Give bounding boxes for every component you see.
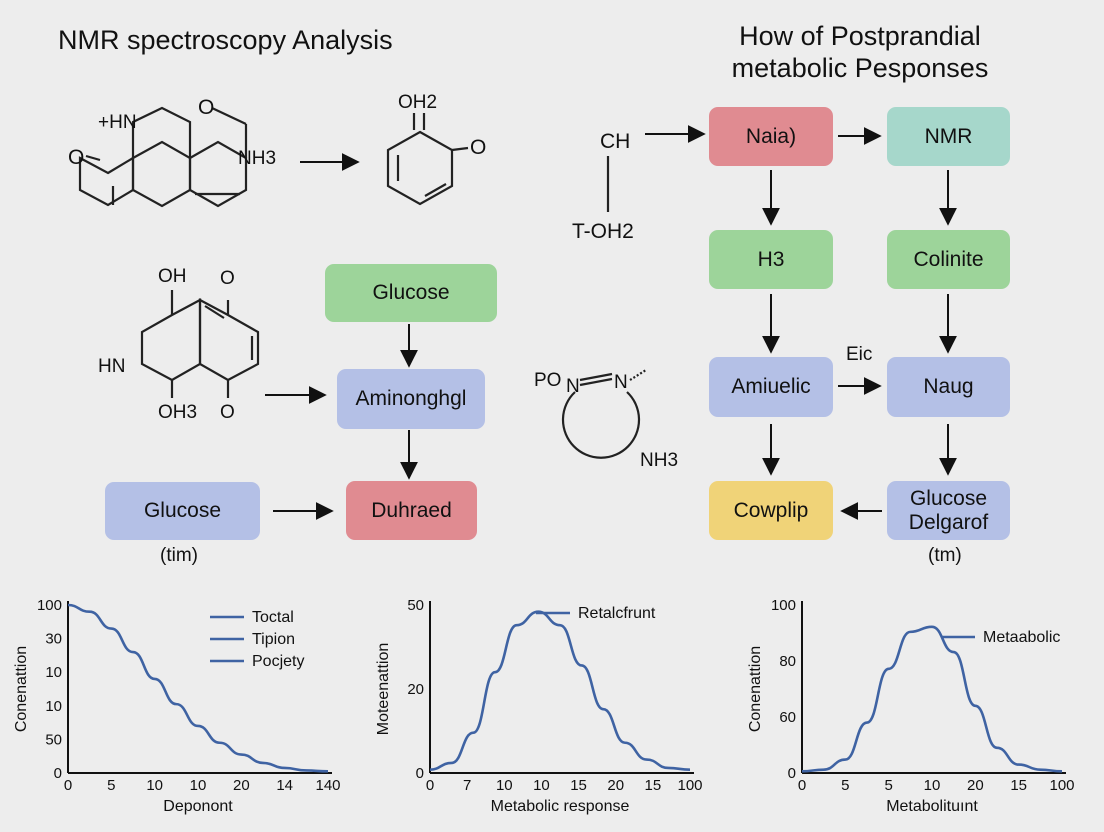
- right-title-line1: How of Postprandial: [739, 21, 981, 51]
- x-tick-label: 100: [1049, 777, 1074, 794]
- glucose-delgarof-line1: Glucose: [909, 486, 988, 510]
- m3-oh3-label: OH3: [158, 402, 198, 423]
- m2-oh2-label: OH2: [398, 92, 438, 113]
- x-tick-label: 10: [924, 777, 941, 794]
- x-tick-label: 20: [607, 777, 624, 794]
- nmr-box: NMR: [887, 107, 1010, 166]
- m4-toh2-label: T-OH2: [572, 220, 634, 243]
- x-tick-label: 140: [315, 777, 340, 794]
- m5-po-label: PO: [534, 370, 562, 391]
- y-tick-label: 50: [407, 597, 424, 614]
- y-tick-label: 100: [37, 597, 62, 614]
- m5-nh3-label: NH3: [640, 450, 679, 471]
- y-tick-label: 0: [788, 765, 796, 782]
- molecule-1-structure: [78, 106, 248, 208]
- molecule-2-structure: [386, 113, 469, 206]
- y-tick-label: 60: [779, 709, 796, 726]
- m3-hn-label: HN: [98, 356, 126, 377]
- m1-o-ring-label: O: [198, 96, 215, 119]
- colinite-box: Colinite: [887, 230, 1010, 289]
- x-tick-label: 15: [1010, 777, 1027, 794]
- legend-label: Tipion: [252, 631, 295, 648]
- glucose-top-box: Glucose: [325, 264, 497, 322]
- x-tick-label: 10: [146, 777, 163, 794]
- glucose-delgarof-line2: Delgarof: [908, 510, 989, 534]
- series-line-0: [801, 625, 1063, 773]
- y-tick-label: 100: [771, 597, 796, 614]
- x-tick-label: 5: [841, 777, 849, 794]
- molecule-3-structure: [140, 290, 260, 398]
- y-tick-label: 20: [407, 681, 424, 698]
- legend-label: Pocjety: [252, 653, 304, 670]
- x-tick-label: 15: [645, 777, 662, 794]
- tim-label: (tim): [160, 545, 198, 566]
- molecule-5-structure: [561, 369, 647, 459]
- glucose-delgarof-box: Glucose Delgarof: [887, 481, 1010, 540]
- x-tick-label: 100: [677, 777, 702, 794]
- m5-n2-label: N: [614, 372, 628, 393]
- x-tick-label: 5: [107, 777, 115, 794]
- x-axis-label: Deponont: [163, 798, 233, 815]
- m4-ch-label: CH: [600, 130, 631, 153]
- right-title-line2: metabolic Pesponses: [731, 53, 989, 83]
- y-axis-label: Conenattion: [13, 646, 30, 732]
- m3-o-top-label: O: [220, 268, 235, 289]
- m1-hn-label: +HN: [98, 112, 137, 133]
- y-axis-label: Conenattion: [747, 646, 764, 732]
- x-tick-label: 10: [533, 777, 550, 794]
- x-tick-label: 20: [233, 777, 250, 794]
- duhraed-box: Duhraed: [346, 481, 477, 540]
- x-tick-label: 0: [798, 777, 806, 794]
- m1-o-left-label: O: [68, 146, 85, 169]
- y-tick-label: 10: [45, 698, 62, 715]
- right-title: How of Postprandial metabolic Pesponses: [690, 20, 1030, 84]
- x-tick-label: 0: [64, 777, 72, 794]
- naia-box: Naia): [709, 107, 833, 166]
- m1-nh3-label: NH3: [238, 148, 277, 169]
- y-tick-label: 80: [779, 653, 796, 670]
- m2-o-label: O: [470, 136, 487, 159]
- y-tick-label: 0: [416, 765, 424, 782]
- x-axis-label: Metabolic response: [491, 798, 630, 815]
- x-tick-label: 0: [426, 777, 434, 794]
- cowplip-box: Cowplip: [709, 481, 833, 540]
- x-tick-label: 10: [496, 777, 513, 794]
- m3-oh-label: OH: [158, 266, 187, 287]
- amiuelic-box: Amiuelic: [709, 357, 833, 417]
- m3-o-bottom-label: O: [220, 402, 235, 423]
- legend-label: Toctal: [252, 609, 294, 626]
- x-tick-label: 10: [190, 777, 207, 794]
- x-tick-label: 7: [463, 777, 471, 794]
- x-axis-label: Metabolituınt: [886, 798, 978, 815]
- y-tick-label: 10: [45, 664, 62, 681]
- glucose-left-box: Glucose: [105, 482, 260, 540]
- m5-n1-label: N: [566, 376, 580, 397]
- x-tick-label: 14: [276, 777, 293, 794]
- tm-label: (tm): [928, 545, 962, 566]
- y-tick-label: 30: [45, 631, 62, 648]
- y-axis-label: Moteenattion: [375, 643, 392, 736]
- aminonghgl-box: Aminonghgl: [337, 369, 485, 429]
- eic-label: Eic: [846, 344, 873, 365]
- x-tick-label: 5: [884, 777, 892, 794]
- series-line-0: [429, 610, 691, 771]
- left-title: NMR spectroscopy Analysis: [58, 25, 393, 55]
- series-line-0: [67, 603, 329, 773]
- h3-box: H3: [709, 230, 833, 289]
- y-tick-label: 0: [54, 765, 62, 782]
- legend-label: Metaabolic: [983, 629, 1060, 646]
- x-tick-label: 15: [570, 777, 587, 794]
- legend-label: Retalcfrunt: [578, 605, 656, 622]
- x-tick-label: 20: [967, 777, 984, 794]
- naug-box: Naug: [887, 357, 1010, 417]
- y-tick-label: 50: [45, 731, 62, 748]
